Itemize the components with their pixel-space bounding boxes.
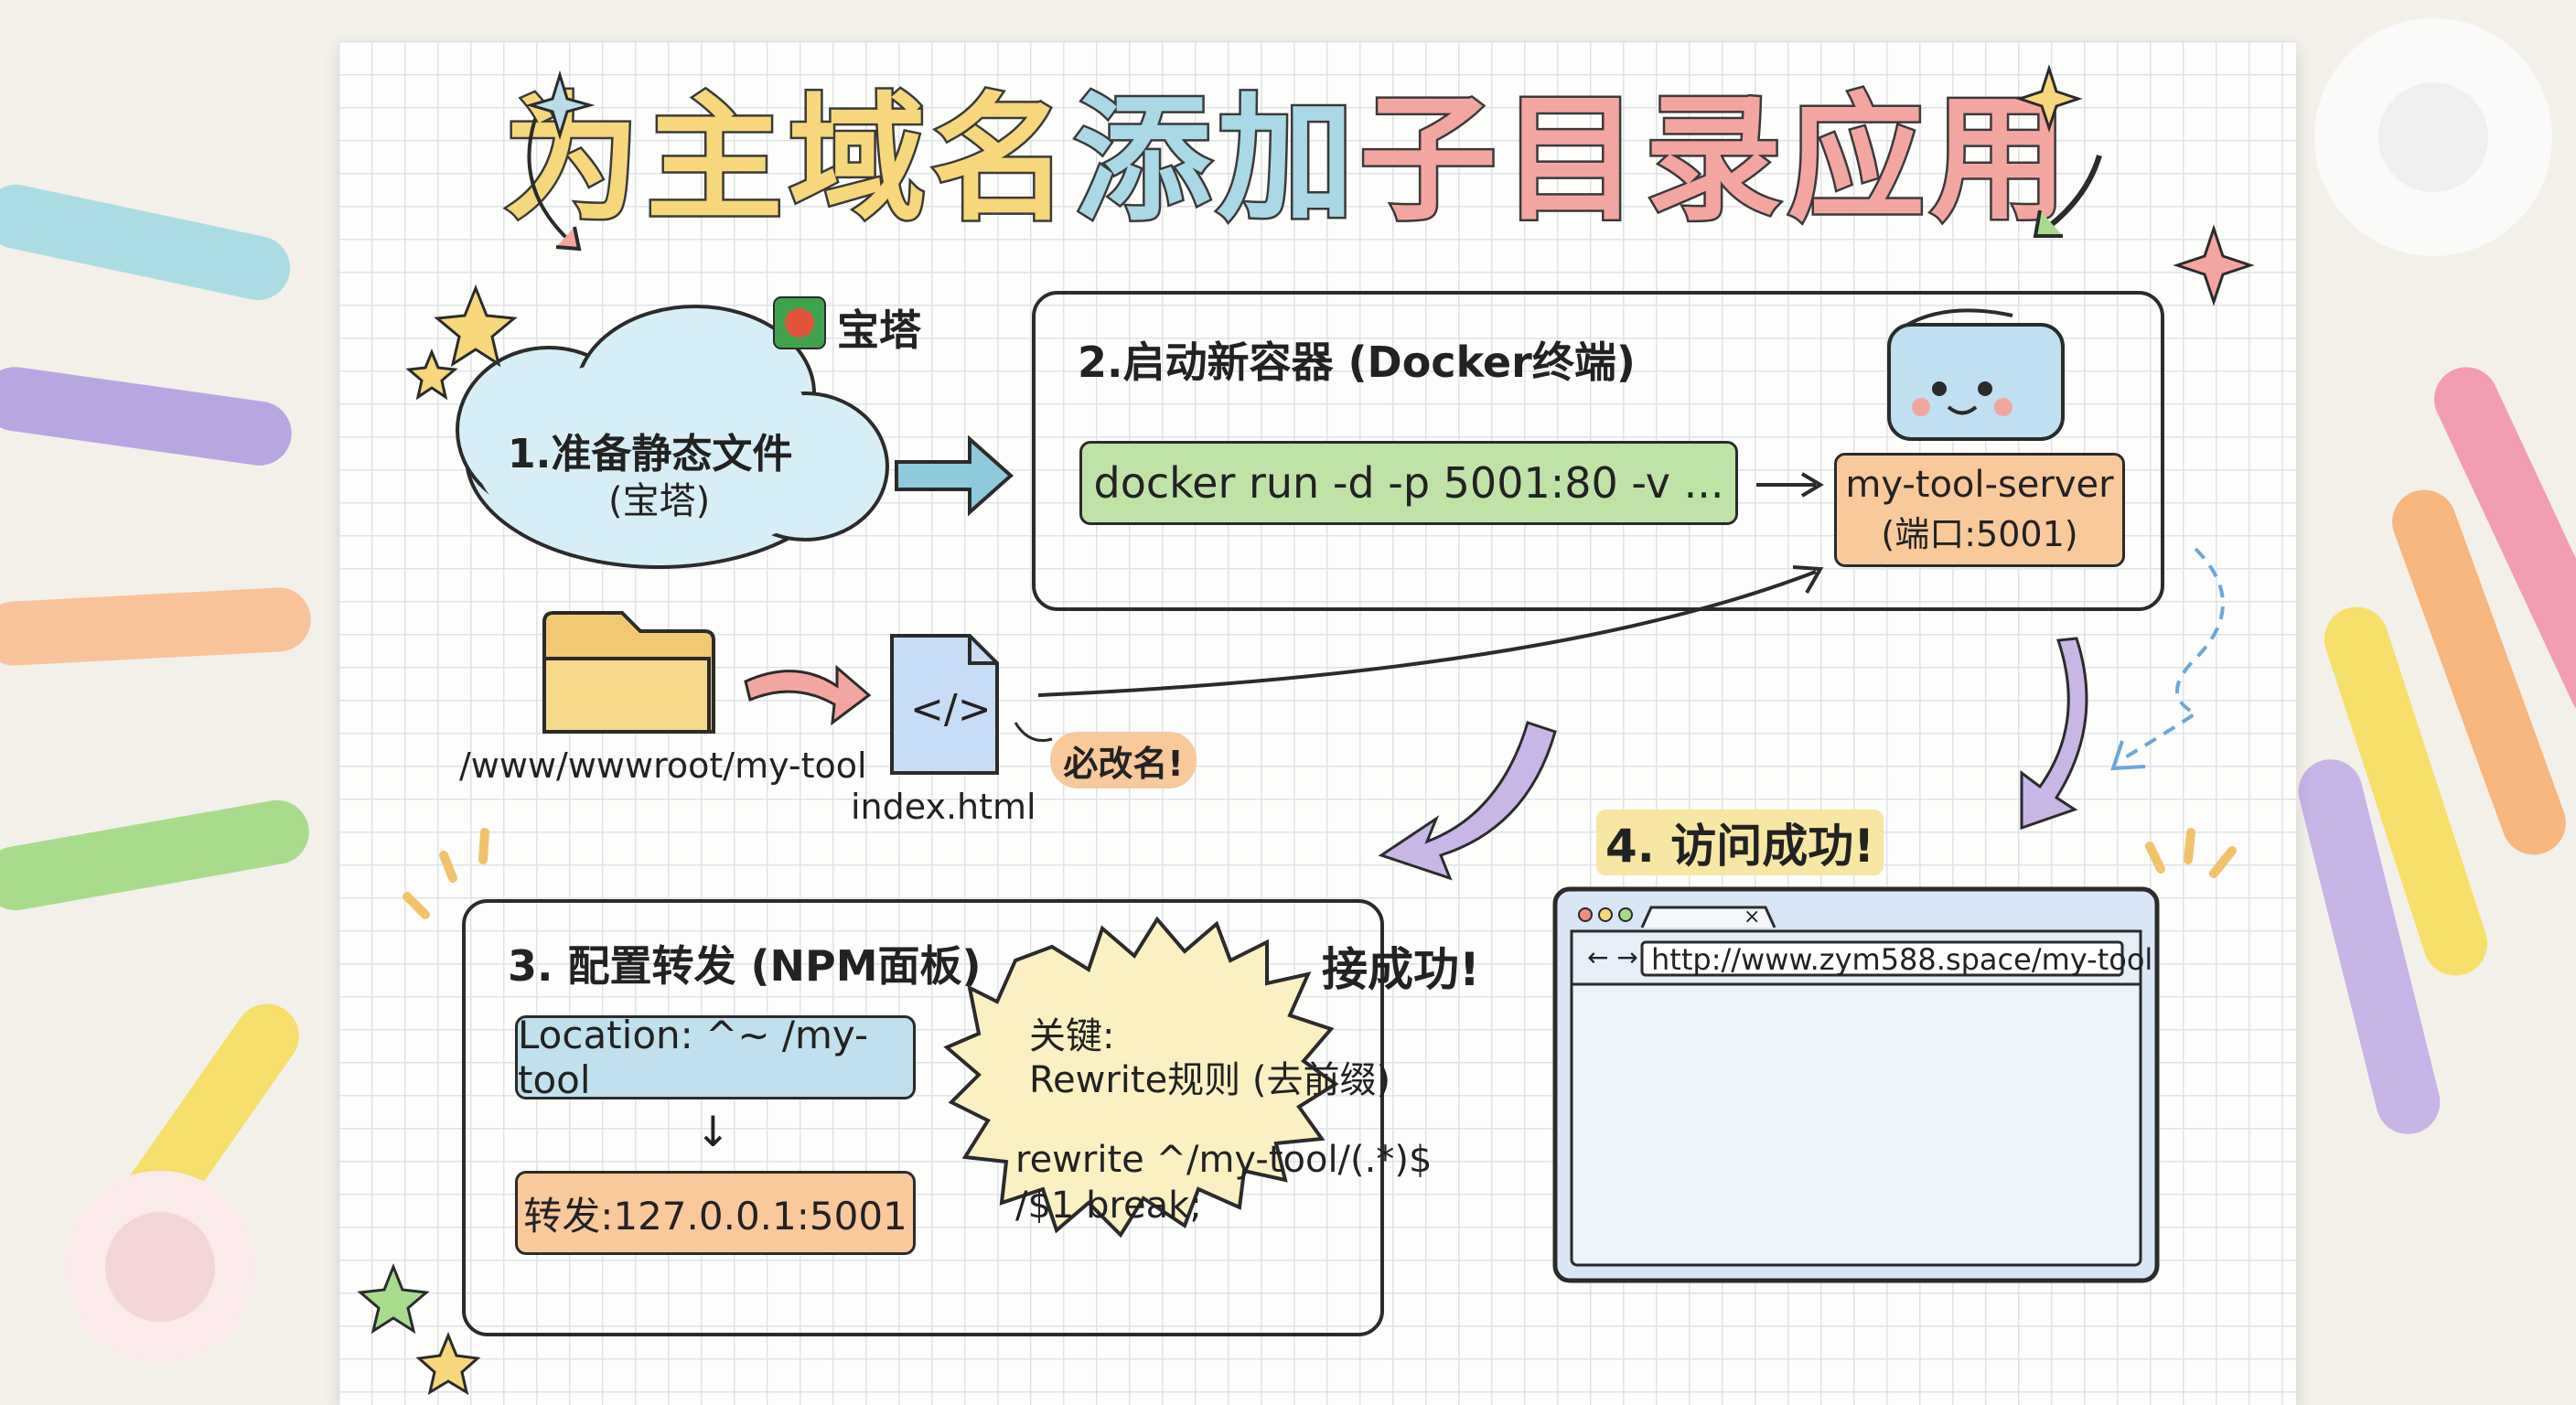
browser-window — [1552, 886, 2160, 1283]
step3-heading: 3. 配置转发 (NPM面板) — [508, 941, 982, 991]
step2-panel — [1032, 291, 2164, 611]
star-decoration-small — [405, 349, 458, 401]
server-name: my-tool-server — [1845, 464, 2114, 506]
bt-brand-label: 宝塔 — [837, 306, 921, 355]
title-arrow-left — [527, 118, 578, 249]
arrow-file-to-server — [1037, 570, 1817, 697]
browser-tab-close: × — [1744, 906, 1761, 928]
cloud-shape — [456, 305, 889, 569]
sparkle-decoration — [525, 70, 596, 141]
burst-rule: Rewrite规则 (去前缀) — [1029, 1059, 1391, 1101]
file-glyph: </> — [910, 686, 992, 733]
arrow-to-step3 — [1378, 721, 1557, 881]
sparkle-decoration-right — [2015, 64, 2083, 133]
page-title: 为主域名添加子目录应用 — [0, 90, 2576, 231]
rename-note: 必改名! — [1050, 732, 1197, 788]
step1-subheading: (宝塔) — [608, 480, 711, 522]
title-part-2: 添加 — [1071, 80, 1359, 240]
emphasis-rays-left — [402, 828, 489, 919]
dashed-arrow — [2120, 547, 2225, 761]
folder-path-label: /www/wwwroot/my-tool — [459, 745, 867, 786]
success-label: 接成功! — [1322, 943, 1480, 996]
burst-code-line2: /$1 break; — [1015, 1185, 1202, 1227]
browser-url: http://www.zym588.space/my-tool — [1651, 942, 2153, 977]
location-box: Location: ^~ /my-tool — [515, 1013, 916, 1102]
step1-heading: 1.准备静态文件 — [508, 431, 793, 477]
step4-heading: 4. 访问成功! — [1596, 810, 1884, 875]
arrow-to-step4 — [2020, 637, 2088, 831]
burst-title: 关键: — [1029, 1015, 1115, 1057]
arrow-to-docker — [895, 434, 1014, 517]
step2-heading: 2.启动新容器 (Docker终端) — [1078, 338, 1636, 387]
arrow-to-rename — [1014, 722, 1053, 742]
server-port: (端口:5001) — [1881, 514, 2078, 554]
key-burst-shape — [943, 916, 1339, 1239]
tape-roll-left — [64, 1171, 256, 1363]
docker-command-box: docker run -d -p 5001:80 -v ... — [1079, 441, 1738, 525]
file-name-label: index.html — [851, 787, 1036, 827]
tape-roll-right — [2314, 18, 2552, 256]
folder-icon — [542, 611, 715, 734]
forward-box: 转发:127.0.0.1:5001 — [515, 1171, 916, 1255]
title-part-3: 子目录应用 — [1357, 80, 2074, 240]
html-file-icon — [890, 634, 999, 775]
arrow-folder-to-file — [744, 664, 872, 726]
step3-panel — [462, 899, 1384, 1336]
tool-server-box: my-tool-server (端口:5001) — [1834, 453, 2125, 567]
sparkle-pink — [2173, 224, 2255, 306]
flow-down-arrow: ↓ — [695, 1107, 731, 1156]
browser-nav-buttons: ← → — [1587, 942, 1638, 972]
burst-code-line1: rewrite ^/my-tool/(.*)$ — [1015, 1139, 1433, 1181]
title-part-1: 为主域名 — [500, 80, 1074, 240]
docker-cube-icon — [1887, 308, 2065, 441]
star-bottom-left — [357, 1262, 430, 1335]
star-bottom-left-2 — [415, 1332, 481, 1396]
star-decoration — [434, 284, 518, 368]
emphasis-rays-right — [2145, 828, 2237, 878]
